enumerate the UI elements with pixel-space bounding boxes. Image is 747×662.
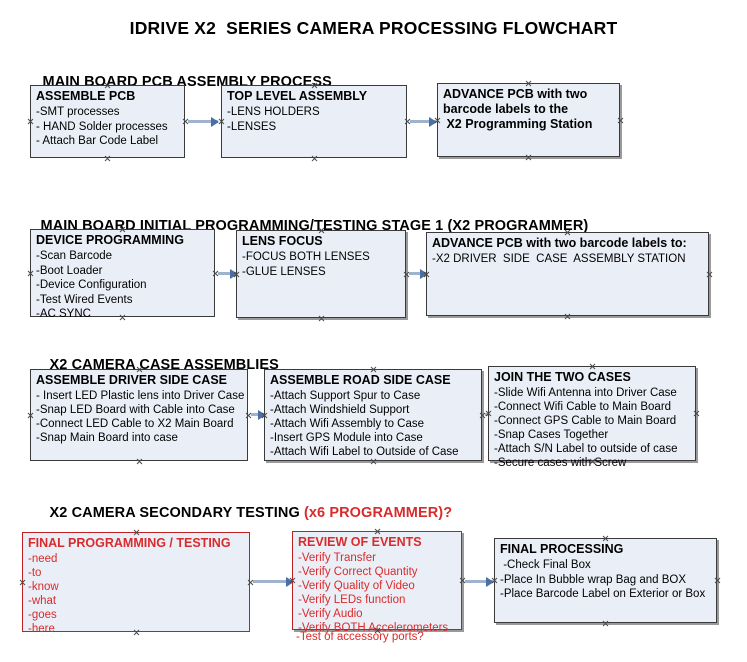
- box-line: -Verify LEDs function: [298, 594, 406, 606]
- box-assemble-driver-side-case[interactable]: ASSEMBLE DRIVER SIDE CASE - Insert LED P…: [30, 369, 248, 461]
- box-line: -Verify Transfer: [298, 552, 376, 564]
- arrow-final-programming-to-review-of-events: [253, 576, 294, 587]
- box-line: -to: [28, 567, 42, 579]
- box-line: -Attach Wifi Assembly to Case: [270, 418, 425, 430]
- box-title: TOP LEVEL ASSEMBLY: [227, 89, 368, 103]
- box-line: -Connect Wifi Cable to Main Board: [494, 401, 672, 413]
- box-line: -Connect GPS Cable to Main Board: [494, 415, 677, 427]
- box-title: FINAL PROGRAMMING / TESTING: [28, 536, 231, 550]
- box-assemble-road-side-case[interactable]: ASSEMBLE ROAD SIDE CASE -Attach Support …: [264, 369, 482, 461]
- box-line: -Verify BOTH Accelerometers: [298, 622, 449, 634]
- box-title: ADVANCE PCB with two barcode labels to:: [432, 236, 687, 250]
- box-line: -Insert GPS Module into Case: [270, 432, 423, 444]
- box-line: -Snap Main Board into case: [36, 432, 178, 444]
- box-title: ASSEMBLE ROAD SIDE CASE: [270, 373, 451, 387]
- box-final-programming-testing[interactable]: FINAL PROGRAMMING / TESTING -need -to -k…: [22, 532, 250, 635]
- box-line: -X2 DRIVER SIDE CASE ASSEMBLY STATION: [432, 253, 686, 265]
- box-advance-pcb-programming-station[interactable]: ADVANCE PCB with two barcode labels to t…: [437, 83, 620, 157]
- box-lens-focus[interactable]: LENS FOCUS -FOCUS BOTH LENSES -GLUE LENS…: [236, 230, 406, 318]
- box-title: ADVANCE PCB with two barcode labels to t…: [443, 87, 593, 131]
- box-line: -Verify Quality of Video: [298, 580, 415, 592]
- box-line: - Attach Bar Code Label: [36, 135, 159, 147]
- box-final-processing[interactable]: FINAL PROCESSING -Check Final Box -Place…: [494, 538, 717, 623]
- box-line: -Device Configuration: [36, 279, 147, 291]
- box-line: -know: [28, 581, 59, 593]
- arrow-device-programming-to-lens-focus: [218, 268, 238, 279]
- box-title: FINAL PROCESSING: [500, 542, 624, 556]
- arrow-assemble-pcb-to-top-level-assembly: [188, 116, 219, 127]
- box-line: -Scan Barcode: [36, 250, 113, 262]
- box-top-level-assembly[interactable]: TOP LEVEL ASSEMBLY -LENS HOLDERS -LENSES: [221, 85, 407, 158]
- box-line: -Attach Support Spur to Case: [270, 390, 421, 402]
- section-header-text: X2 CAMERA SECONDARY TESTING: [49, 505, 304, 521]
- page-title: IDRIVE X2 SERIES CAMERA PROCESSING FLOWC…: [129, 18, 618, 38]
- arrow-top-level-assembly-to-advance-pcb: [410, 116, 437, 127]
- box-title: JOIN THE TWO CASES: [494, 370, 631, 384]
- box-line: -Verify Correct Quantity: [298, 566, 418, 578]
- box-line: -Boot Loader: [36, 264, 103, 277]
- section-header-x2-camera-secondary-testing: X2 CAMERA SECONDARY TESTING (x6 PROGRAMM…: [33, 489, 453, 537]
- box-review-of-events-overflow-line: -Test of accessory ports?: [296, 631, 424, 643]
- box-title: ASSEMBLE PCB: [36, 89, 136, 103]
- box-line: -Snap LED Board with Cable into Case: [36, 404, 235, 416]
- box-line: -here: [28, 623, 55, 635]
- box-assemble-pcb[interactable]: ASSEMBLE PCB -SMT processes - HAND Solde…: [30, 85, 185, 158]
- box-line: -Attach Wifi Label to Outside of Case: [270, 446, 459, 458]
- box-line: -LENS HOLDERS: [227, 106, 320, 118]
- arrow-driver-side-to-road-side: [251, 409, 266, 420]
- section-header-accent: (x6 PROGRAMMER)?: [303, 505, 453, 521]
- box-line: - HAND Solder processes: [36, 120, 168, 133]
- box-title: REVIEW OF EVENTS: [298, 535, 422, 549]
- box-line: - Insert LED Plastic lens into Driver Ca…: [36, 390, 245, 402]
- box-line: -Slide Wifi Antenna into Driver Case: [494, 387, 677, 399]
- box-line: -what: [28, 595, 57, 607]
- box-line: -Test Wired Events: [36, 293, 133, 306]
- box-join-the-two-cases[interactable]: JOIN THE TWO CASES -Slide Wifi Antenna i…: [488, 366, 696, 469]
- arrow-lens-focus-to-advance-pcb-driver-side: [409, 268, 428, 279]
- box-title: LENS FOCUS: [242, 234, 323, 248]
- box-line: -Attach S/N Label to outside of case: [494, 443, 678, 455]
- box-title: ASSEMBLE DRIVER SIDE CASE: [36, 373, 228, 387]
- box-line: -FOCUS BOTH LENSES: [242, 251, 370, 263]
- box-line: -goes: [28, 609, 57, 621]
- box-device-programming[interactable]: DEVICE PROGRAMMING -Scan Barcode -Boot L…: [30, 229, 215, 320]
- box-line: -GLUE LENSES: [242, 265, 326, 278]
- box-line: -Place Barcode Label on Exterior or Box: [500, 588, 706, 600]
- box-line: -SMT processes: [36, 106, 120, 118]
- box-line: -need: [28, 553, 58, 565]
- box-review-of-events[interactable]: REVIEW OF EVENTS -Verify Transfer -Verif…: [292, 531, 462, 634]
- box-line: -Verify Audio: [298, 608, 363, 620]
- box-advance-pcb-driver-side-case[interactable]: ADVANCE PCB with two barcode labels to: …: [426, 232, 709, 316]
- box-line: -Attach Windshield Support: [270, 404, 410, 416]
- box-line: -Secure cases with Screw: [494, 457, 627, 469]
- arrow-review-of-events-to-final-processing: [465, 576, 494, 587]
- box-line: -Snap Cases Together: [494, 429, 609, 441]
- box-line: -Connect LED Cable to X2 Main Board: [36, 418, 234, 430]
- box-title: DEVICE PROGRAMMING: [36, 233, 184, 247]
- box-line: -Check Final Box: [500, 559, 591, 571]
- box-line: -AC SYNC: [36, 308, 91, 320]
- box-line: -LENSES: [227, 120, 277, 133]
- box-line: -Place In Bubble wrap Bag and BOX: [500, 573, 687, 586]
